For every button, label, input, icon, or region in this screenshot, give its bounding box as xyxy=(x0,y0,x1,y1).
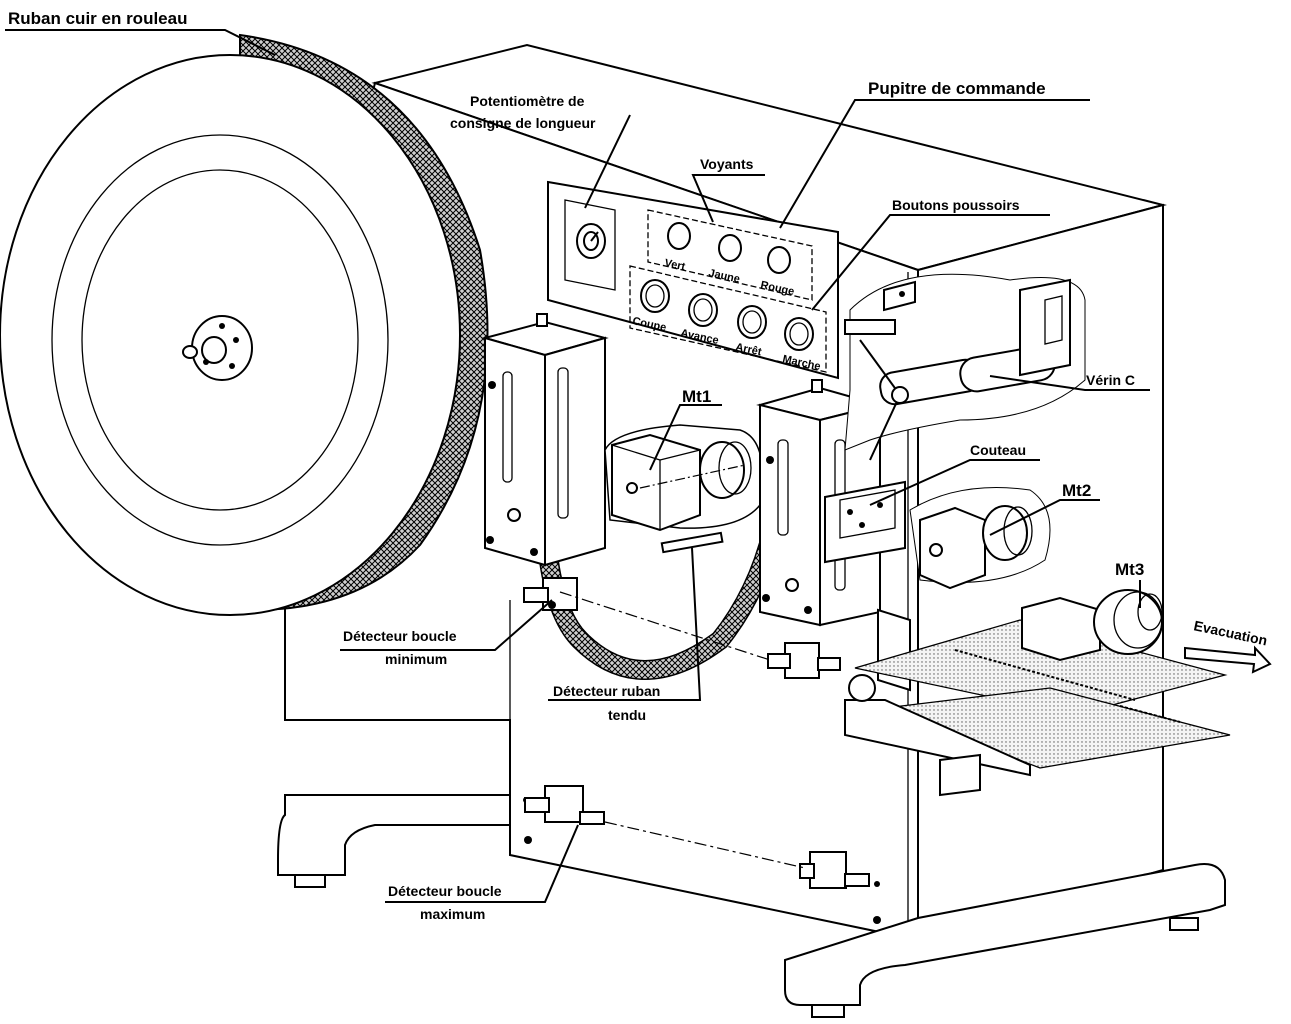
conveyor xyxy=(844,619,1231,797)
label-det-max: Détecteur boucle xyxy=(388,883,502,899)
motor-mt2-icon xyxy=(909,487,1051,590)
label-evacuation: Evacuation xyxy=(1192,617,1268,648)
cylinder-icon xyxy=(844,273,1086,461)
sensor-ruban-icon xyxy=(559,591,841,679)
left-roller-assembly xyxy=(481,313,609,567)
label-verin: Vérin C xyxy=(1086,372,1135,388)
label-det-max-2: maximum xyxy=(420,906,485,922)
label-pupitre: Pupitre de commande xyxy=(868,79,1046,98)
label-potentiometre-2: consigne de longueur xyxy=(450,115,596,131)
knife-icon xyxy=(824,480,906,564)
idler-rod xyxy=(660,531,724,554)
potentiometer-knob-icon[interactable] xyxy=(576,223,606,259)
button-coupe[interactable]: Coupe xyxy=(631,279,670,334)
label-det-min: Détecteur boucle xyxy=(343,628,457,644)
motor-mt3-icon xyxy=(1021,589,1163,662)
sensor-min-icon xyxy=(523,577,578,611)
label-voyants: Voyants xyxy=(700,156,754,172)
arrow-right-icon xyxy=(1184,645,1272,674)
lamp-green: Vert xyxy=(663,222,691,273)
label-ruban-cuir: Ruban cuir en rouleau xyxy=(8,9,187,28)
label-mt3: Mt3 xyxy=(1115,560,1144,579)
label-mt2: Mt2 xyxy=(1062,481,1091,500)
label-det-ruban-2: tendu xyxy=(608,707,646,723)
label-det-min-2: minimum xyxy=(385,651,447,667)
label-boutons: Boutons poussoirs xyxy=(892,197,1020,213)
label-couteau: Couteau xyxy=(970,442,1026,458)
sensor-max-left-icon xyxy=(524,785,605,825)
sensor-max-right-icon xyxy=(604,821,870,889)
svg-text:Vert: Vert xyxy=(663,257,686,273)
leather-roll-icon xyxy=(0,33,489,616)
motor-mt1-icon xyxy=(604,424,764,532)
button-arret[interactable]: Arrêt xyxy=(734,305,767,358)
label-potentiometre: Potentiomètre de xyxy=(470,93,585,109)
label-mt1: Mt1 xyxy=(682,387,711,406)
label-det-ruban: Détecteur ruban xyxy=(553,683,660,699)
leader-lines xyxy=(5,29,1150,903)
svg-text:Arrêt: Arrêt xyxy=(734,341,763,358)
labels: Ruban cuir en rouleau Potentiomètre de c… xyxy=(8,9,1269,922)
